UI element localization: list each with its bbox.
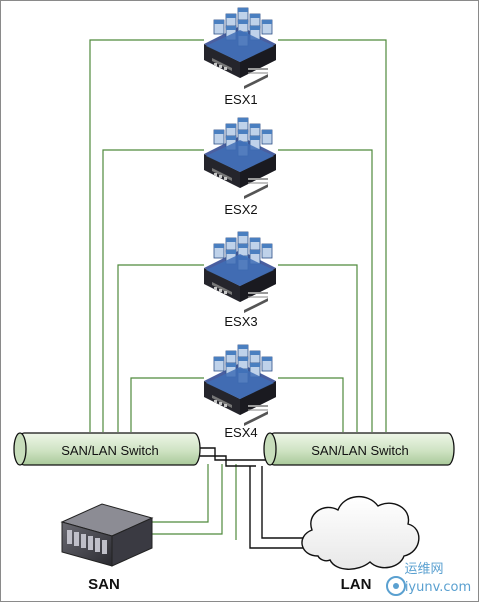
link-san-a bbox=[152, 464, 209, 523]
lan-cloud: LAN bbox=[301, 496, 420, 593]
switch-end-cap bbox=[263, 432, 277, 466]
server-icon bbox=[203, 117, 277, 200]
link-esx3-left bbox=[117, 264, 204, 432]
san-side bbox=[111, 517, 153, 567]
link-esx2-right bbox=[278, 149, 373, 432]
link-lines bbox=[89, 39, 387, 540]
link-esx4-left bbox=[130, 377, 204, 432]
link-esx3-right bbox=[278, 264, 358, 432]
isl-top bbox=[200, 447, 268, 461]
watermark: 运维网 iyunv.com bbox=[386, 562, 471, 596]
switch-label: SAN/LAN Switch bbox=[311, 443, 409, 458]
host-label: ESX4 bbox=[224, 425, 257, 440]
server-icon bbox=[203, 344, 277, 427]
link-esx2-left bbox=[102, 149, 204, 432]
cloud-shape bbox=[301, 496, 420, 570]
host-label: ESX3 bbox=[224, 314, 257, 329]
lan-links bbox=[200, 447, 318, 549]
host-esx3: ESX3 bbox=[203, 231, 277, 329]
san-drive-bays bbox=[67, 530, 107, 554]
link-esx4-right bbox=[278, 377, 344, 432]
host-label: ESX2 bbox=[224, 202, 257, 217]
watermark-domain: iyunv.com bbox=[405, 580, 471, 595]
host-esx2: ESX2 bbox=[203, 117, 277, 217]
link-lan-a bbox=[249, 466, 318, 549]
server-icon bbox=[203, 7, 277, 90]
switch-label: SAN/LAN Switch bbox=[61, 443, 159, 458]
watermark-logo-icon bbox=[386, 576, 406, 596]
isl-bottom bbox=[200, 455, 256, 467]
switch-end-cap bbox=[13, 432, 27, 466]
host-label: ESX1 bbox=[224, 92, 257, 107]
lan-label: LAN bbox=[341, 576, 372, 593]
link-esx1-left bbox=[89, 39, 204, 432]
host-esx4: ESX4 bbox=[203, 344, 277, 440]
switch-right: SAN/LAN Switch bbox=[263, 432, 455, 466]
watermark-chinese: 运维网 bbox=[404, 562, 443, 577]
switch-left: SAN/LAN Switch bbox=[13, 432, 201, 466]
server-icon bbox=[203, 231, 277, 314]
link-lan-b bbox=[261, 466, 312, 539]
san-label: SAN bbox=[88, 576, 120, 593]
san-storage: SAN bbox=[60, 503, 154, 593]
link-esx1-right bbox=[278, 39, 387, 432]
link-san-b bbox=[152, 464, 223, 535]
host-esx1: ESX1 bbox=[203, 7, 277, 107]
